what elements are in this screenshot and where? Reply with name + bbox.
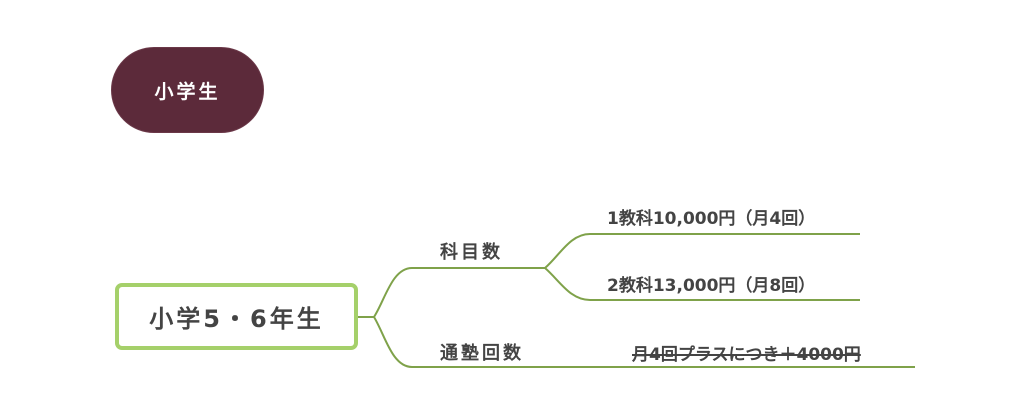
connector-1-subject bbox=[544, 233, 860, 269]
leaf-1-subject[interactable]: 1教科10,000円（月4回） bbox=[607, 209, 816, 229]
connector-subjects bbox=[373, 267, 545, 318]
branch-attendance[interactable]: 通塾回数 bbox=[440, 343, 524, 364]
connector-2-subjects bbox=[544, 267, 860, 301]
leaf-2-subjects[interactable]: 2教科13,000円（月8回） bbox=[607, 276, 816, 296]
connector-attendance bbox=[373, 316, 915, 368]
floating-topic-elementary[interactable]: 小学生 bbox=[111, 47, 264, 133]
central-topic[interactable]: 小学5・6年生 bbox=[115, 283, 358, 350]
attendance-note[interactable]: 月4回プラスにつき＋4000円 bbox=[632, 345, 861, 365]
branch-subjects[interactable]: 科目数 bbox=[440, 242, 503, 263]
